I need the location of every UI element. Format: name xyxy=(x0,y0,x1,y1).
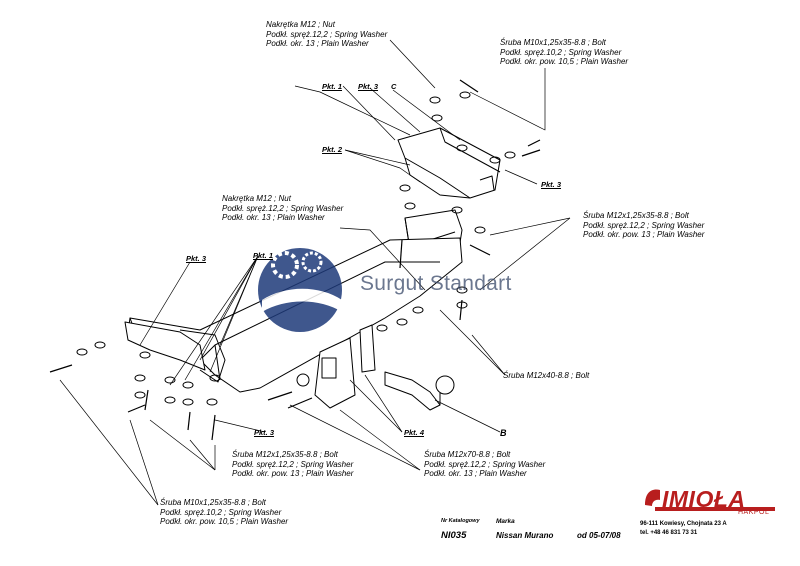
catalog-nr-header: Nr Katalogowy xyxy=(441,518,480,524)
label-m12x40-bolt: Śruba M12x40-8.8 ; Bolt xyxy=(503,371,590,380)
catalog-marka-header: Marka xyxy=(496,518,515,525)
marker-pkt1-left: Pkt. 1 xyxy=(253,251,274,260)
catalog-years: od 05-07/08 xyxy=(577,531,621,540)
watermark-logo-icon xyxy=(258,248,342,332)
marker-pkt3-top: Pkt. 3 xyxy=(358,82,379,91)
watermark-text: Surgut Standart xyxy=(360,272,512,295)
marker-b: B xyxy=(500,428,507,438)
catalog-nr-value: NI035 xyxy=(441,530,467,541)
marker-pkt1-top: Pkt. 1 xyxy=(322,82,343,91)
marker-pkt4: Pkt. 4 xyxy=(404,428,425,437)
marker-pkt3-right: Pkt. 3 xyxy=(541,180,562,189)
brand-sub: HAKPOL xyxy=(738,509,770,516)
catalog-model: Nissan Murano xyxy=(496,531,554,540)
brand-name: IMIOŁA xyxy=(662,486,746,512)
marker-pkt3-left: Pkt. 3 xyxy=(186,254,207,263)
marker-c: C xyxy=(391,82,397,91)
imiola-logo-icon xyxy=(645,489,775,511)
marker-pkt2: Pkt. 2 xyxy=(322,145,343,154)
marker-pkt3-bottom: Pkt. 3 xyxy=(254,428,275,437)
